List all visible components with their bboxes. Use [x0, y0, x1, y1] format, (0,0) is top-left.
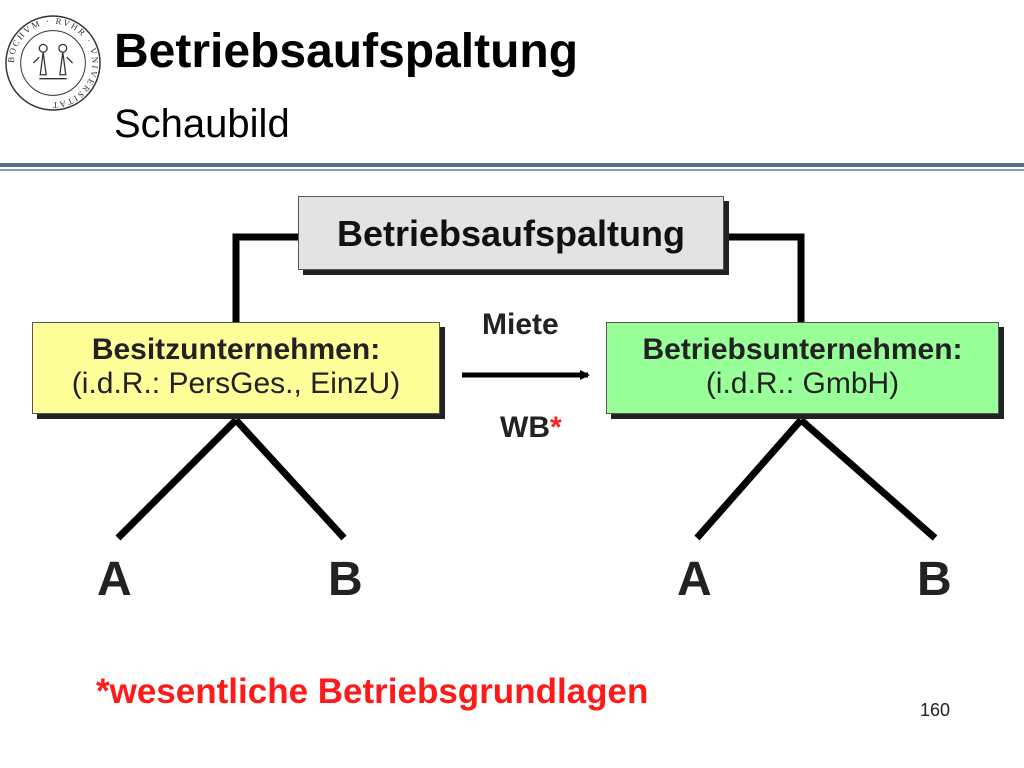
- header-divider: [0, 163, 1024, 167]
- leaf-label-left-b: B: [328, 553, 363, 606]
- seal-figures-icon: [32, 43, 74, 80]
- label-wb: WB*: [500, 411, 562, 445]
- box-besitzunternehmen-detail: (i.d.R.: PersGes., EinzU): [71, 367, 401, 400]
- connector-top-right: [724, 233, 805, 322]
- box-betriebsunternehmen-title: Betriebsunternehmen:: [642, 333, 963, 366]
- university-seal-logo: BOCHVM · RVHR · VNIVERSITAT: [5, 15, 101, 111]
- connector-top-left: [232, 233, 298, 322]
- branch-left-a: [115, 417, 239, 541]
- branch-right-b: [798, 417, 938, 541]
- page-number: 160: [920, 700, 951, 720]
- box-betriebsaufspaltung-label: Betriebsaufspaltung: [336, 213, 686, 254]
- page-title: Betriebsaufspaltung: [114, 25, 579, 78]
- box-betriebsunternehmen: Betriebsunternehmen: (i.d.R.: GmbH): [606, 322, 999, 414]
- box-besitzunternehmen: Besitzunternehmen: (i.d.R.: PersGes., Ei…: [32, 322, 440, 414]
- leaf-label-right-b: B: [917, 553, 952, 606]
- branch-left-b: [233, 417, 347, 541]
- footnote: *wesentliche Betriebsgrundlagen: [96, 672, 649, 711]
- label-wb-text: WB: [500, 411, 550, 444]
- box-besitzunternehmen-title: Besitzunternehmen:: [91, 333, 381, 366]
- label-miete: Miete: [482, 308, 559, 341]
- box-betriebsunternehmen-detail: (i.d.R.: GmbH): [705, 367, 900, 400]
- label-wb-asterisk: *: [549, 411, 562, 444]
- leaf-label-left-a: A: [97, 553, 132, 606]
- leaf-label-right-a: A: [677, 553, 712, 606]
- header-divider-secondary: [0, 169, 1024, 171]
- box-betriebsaufspaltung: Betriebsaufspaltung: [298, 196, 724, 270]
- page-subtitle: Schaubild: [114, 102, 290, 146]
- branch-right-a: [694, 417, 804, 541]
